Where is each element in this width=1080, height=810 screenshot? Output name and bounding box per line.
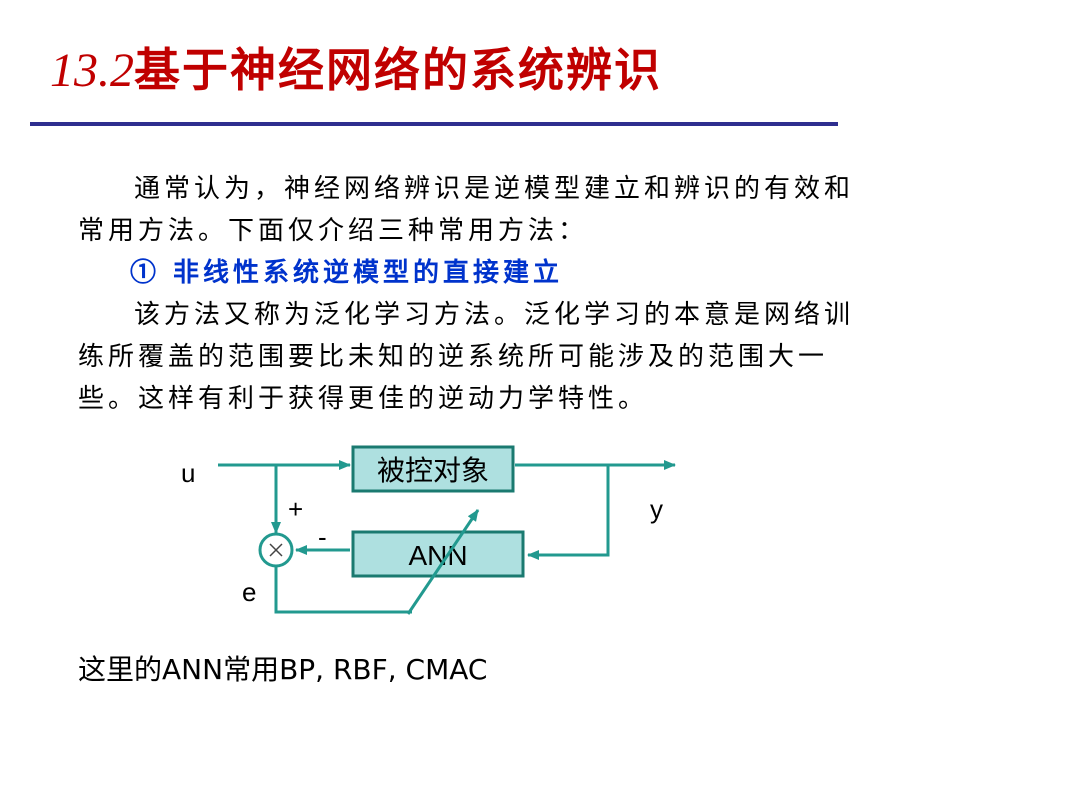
slide-title: 13.2基于神经网络的系统辨识	[50, 34, 662, 106]
body-line-1: 该方法又称为泛化学习方法。泛化学习的本意是网络训	[134, 300, 855, 330]
title-divider	[30, 122, 838, 126]
footer-list: BP, RBF, CMAC	[279, 653, 488, 686]
output-label: y	[650, 494, 663, 524]
multiply-icon	[269, 543, 283, 557]
plus-sign: +	[288, 494, 303, 524]
title-number: 13.2	[50, 44, 134, 97]
footer-note: 这里的ANN常用BP, RBF, CMAC	[78, 650, 487, 690]
intro-line-2: 常用方法。下面仅介绍三种常用方法：	[78, 216, 589, 246]
footer-ann: ANN	[162, 653, 224, 686]
minus-sign: -	[318, 522, 327, 552]
footer-mid: 常用	[223, 653, 280, 686]
ann-label: ANN	[408, 540, 467, 571]
body-line-3: 些。这样有利于获得更佳的逆动力学特性。	[78, 384, 649, 414]
learning-arrow	[406, 509, 480, 615]
footer-prefix: 这里的	[78, 653, 163, 686]
title-text: 基于神经网络的系统辨识	[134, 43, 662, 97]
intro-paragraph: 通常认为，神经网络辨识是逆模型建立和辨识的有效和 常用方法。下面仅介绍三种常用方…	[78, 168, 1008, 420]
error-line	[274, 566, 412, 614]
error-label: e	[242, 577, 256, 607]
plant-label: 被控对象	[377, 454, 489, 487]
input-label: u	[181, 458, 195, 488]
method1-heading: ① 非线性系统逆模型的直接建立	[130, 258, 564, 288]
feedback-line	[527, 465, 610, 560]
body-line-2: 练所覆盖的范围要比未知的逆系统所可能涉及的范围大一	[78, 342, 829, 372]
plant-block	[351, 445, 515, 493]
intro-line-1: 通常认为，神经网络辨识是逆模型建立和辨识的有效和	[134, 174, 855, 204]
